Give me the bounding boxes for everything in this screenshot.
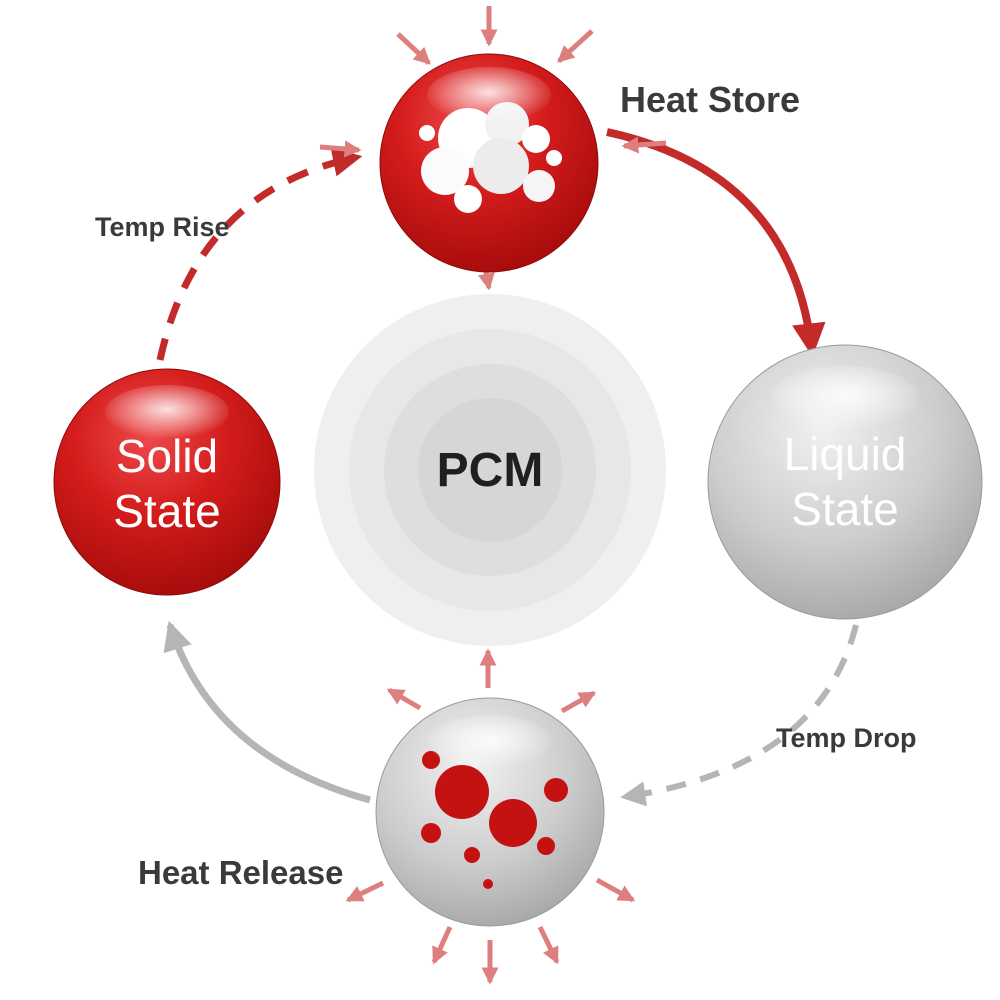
arrow-heat-release-to-solid [163,620,371,804]
temp-drop-label: Temp Drop [776,723,917,753]
heat-store-label: Heat Store [620,79,800,120]
node-liquid-state: Liquid State [707,344,983,620]
heat-release-gloss [428,715,552,769]
temp-rise-label: Temp Rise [95,212,230,242]
liquid-state-label-line1: Liquid [784,428,907,480]
pcm-center-rings [314,294,666,646]
node-heat-store [379,53,599,273]
arrow-temp-rise [156,147,363,361]
pcm-label: PCM [437,444,544,497]
heat-store-gloss [427,67,551,123]
heat-in-arrows [319,6,667,291]
arrow-heat-store-to-liquid [606,128,826,358]
node-heat-release [375,697,605,927]
liquid-state-label-line2: State [791,483,898,535]
heat-release-label: Heat Release [138,854,343,891]
solid-state-label-line1: Solid [116,430,218,482]
heat-out-arrows [345,648,636,985]
solid-state-label-line2: State [113,485,220,537]
heat-release-particles [421,751,568,889]
node-solid-state: Solid State [53,368,281,596]
liquid-state-gloss [771,366,919,430]
arrow-temp-drop [620,624,859,807]
solid-state-gloss [105,385,229,439]
